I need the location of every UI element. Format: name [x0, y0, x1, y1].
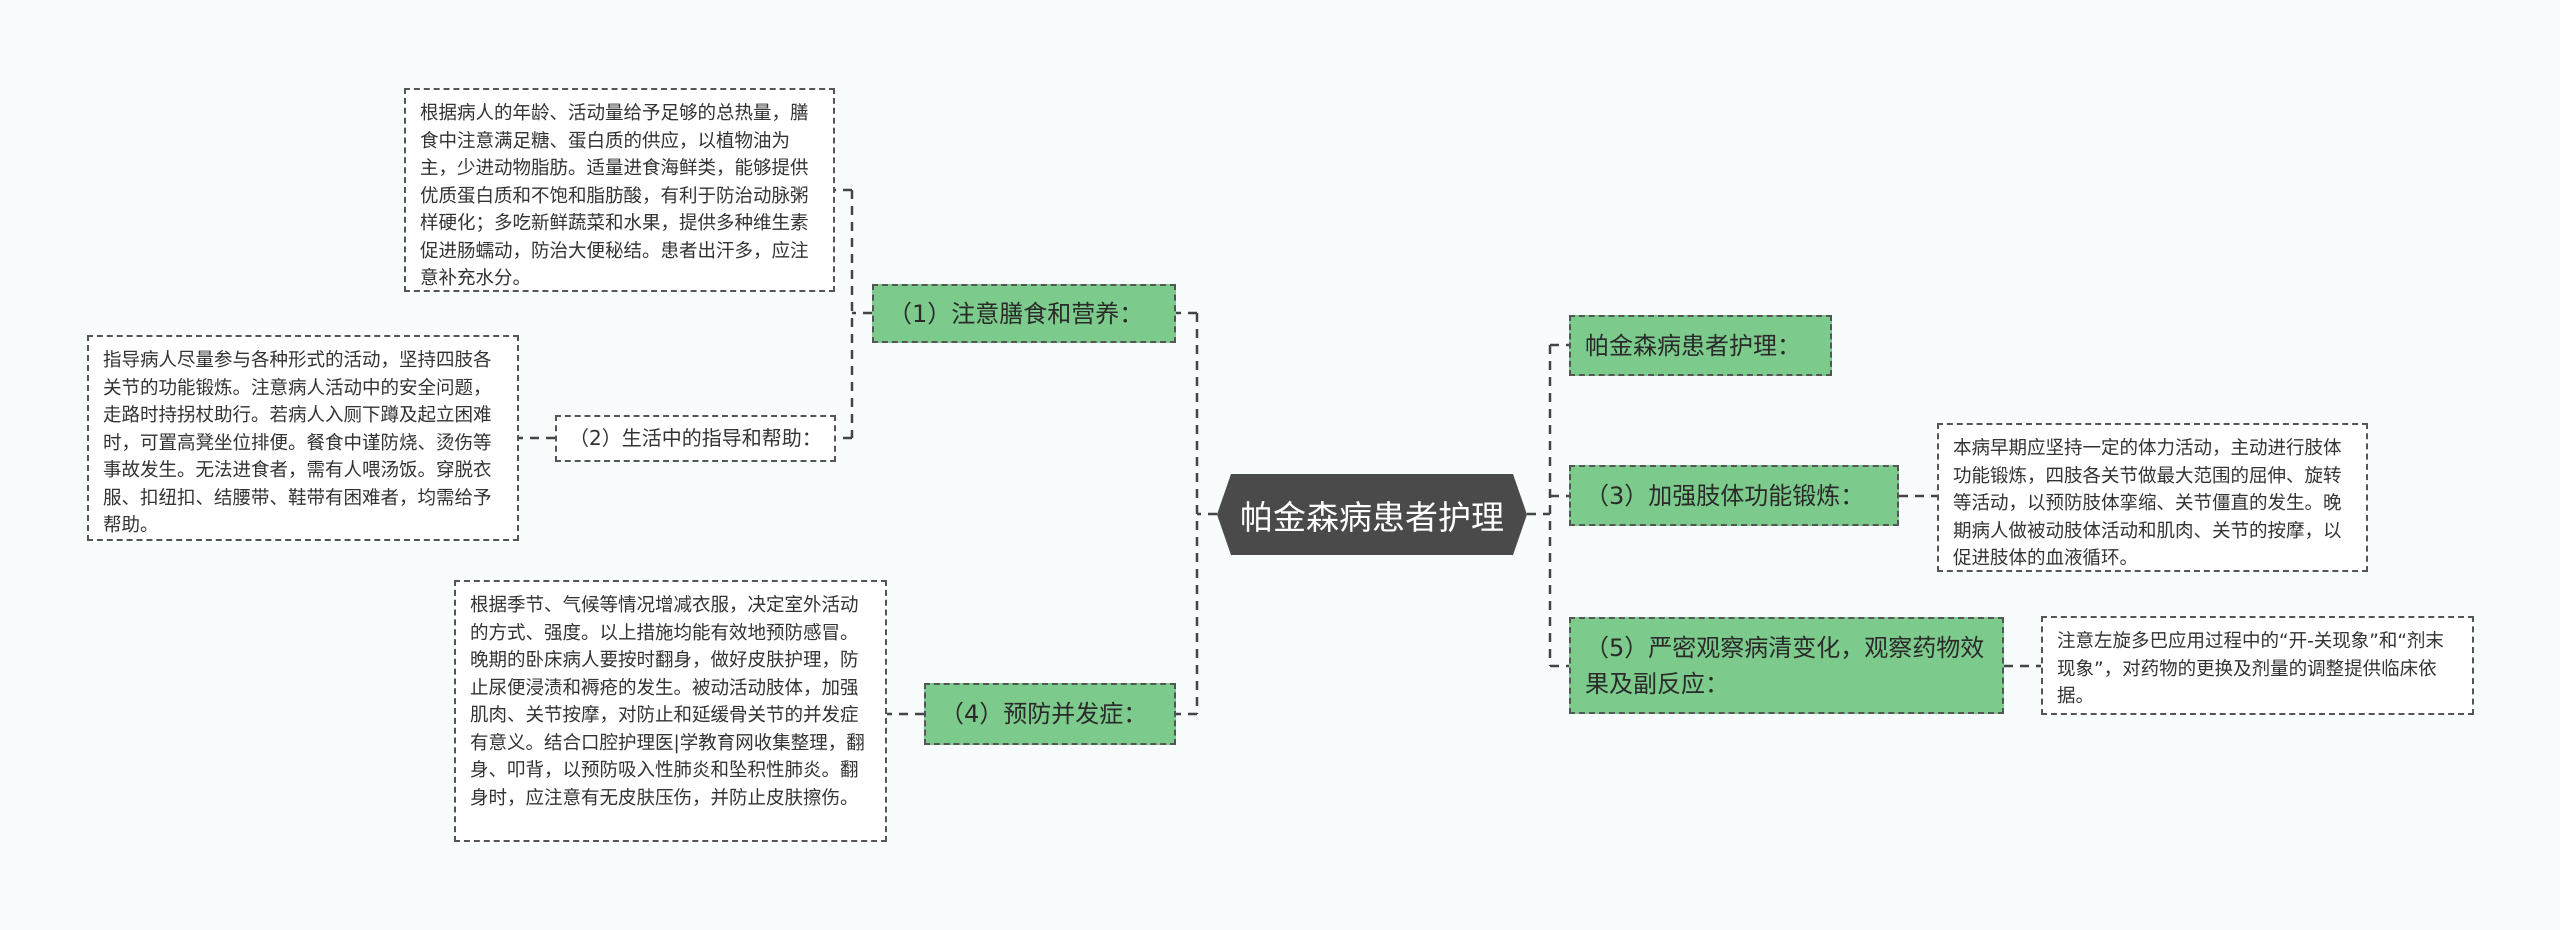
detail-diet-nutrition[interactable]: 根据病人的年龄、活动量给予足够的总热量，膳食中注意满足糖、蛋白质的供应，以植物油…	[404, 88, 835, 292]
branch-limb-exercise[interactable]: （3）加强肢体功能锻炼：	[1569, 465, 1899, 526]
branch-label: 帕金森病患者护理：	[1585, 331, 1801, 360]
root-label: 帕金森病患者护理	[1240, 497, 1504, 537]
branch-label: （3）加强肢体功能锻炼：	[1585, 481, 1865, 510]
root-node[interactable]: 帕金森病患者护理	[1217, 474, 1527, 555]
branch-life-guidance[interactable]: （2）生活中的指导和帮助：	[555, 415, 836, 462]
detail-text: 指导病人尽量参与各种形式的活动，坚持四肢各关节的功能锻炼。注意病人活动中的安全问…	[103, 350, 492, 536]
branch-nursing-title[interactable]: 帕金森病患者护理：	[1569, 315, 1832, 376]
branch-label: （5）严密观察病清变化，观察药物效果及副反应：	[1585, 633, 1985, 698]
branch-diet-nutrition[interactable]: （1）注意膳食和营养：	[872, 284, 1176, 343]
detail-observe-condition[interactable]: 注意左旋多巴应用过程中的“开-关现象”和“剂末现象”，对药物的更换及剂量的调整提…	[2041, 616, 2474, 715]
detail-text: 本病早期应坚持一定的体力活动，主动进行肢体功能锻炼，四肢各关节做最大范围的屈伸、…	[1953, 438, 2342, 569]
detail-prevent-complications[interactable]: 根据季节、气候等情况增减衣服，决定室外活动的方式、强度。以上措施均能有效地预防感…	[454, 580, 887, 842]
detail-text: 注意左旋多巴应用过程中的“开-关现象”和“剂末现象”，对药物的更换及剂量的调整提…	[2057, 631, 2444, 707]
branch-observe-condition[interactable]: （5）严密观察病清变化，观察药物效果及副反应：	[1569, 617, 2004, 714]
branch-label: （1）注意膳食和营养：	[888, 299, 1144, 328]
branch-label: （2）生活中的指导和帮助：	[569, 425, 822, 450]
branch-label: （4）预防并发症：	[940, 700, 1148, 728]
branch-prevent-complications[interactable]: （4）预防并发症：	[924, 683, 1176, 745]
detail-text: 根据病人的年龄、活动量给予足够的总热量，膳食中注意满足糖、蛋白质的供应，以植物油…	[420, 103, 809, 289]
detail-limb-exercise[interactable]: 本病早期应坚持一定的体力活动，主动进行肢体功能锻炼，四肢各关节做最大范围的屈伸、…	[1937, 423, 2368, 572]
detail-text: 根据季节、气候等情况增减衣服，决定室外活动的方式、强度。以上措施均能有效地预防感…	[470, 595, 865, 809]
detail-life-guidance[interactable]: 指导病人尽量参与各种形式的活动，坚持四肢各关节的功能锻炼。注意病人活动中的安全问…	[87, 335, 519, 541]
